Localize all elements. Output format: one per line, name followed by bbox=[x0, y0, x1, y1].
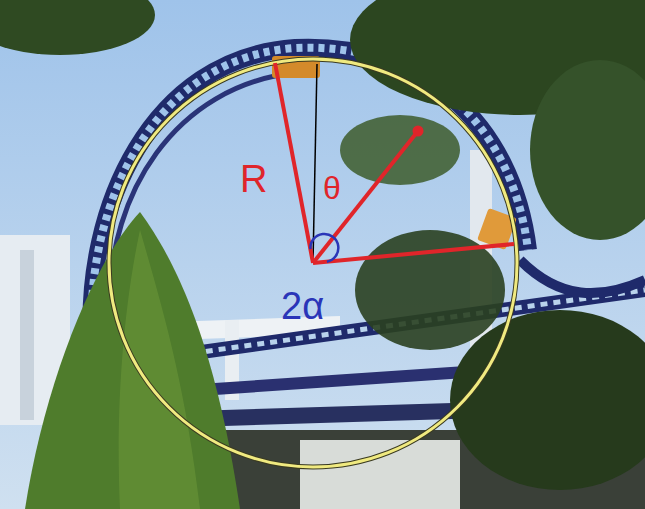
foliage bbox=[0, 0, 155, 55]
car-point bbox=[413, 126, 424, 137]
tower-shadow bbox=[20, 250, 34, 420]
radius-line bbox=[313, 244, 514, 263]
tree-highlight bbox=[119, 230, 200, 509]
white-building bbox=[300, 440, 460, 509]
coaster-track bbox=[520, 260, 645, 293]
angle-arc bbox=[310, 234, 338, 262]
foliage bbox=[450, 310, 645, 490]
radius-line bbox=[313, 131, 418, 263]
vertical-line bbox=[313, 64, 317, 263]
foliage bbox=[340, 115, 460, 185]
loop-circle bbox=[109, 59, 517, 467]
foliage bbox=[530, 60, 645, 240]
angle-label: 2α bbox=[281, 287, 324, 325]
radius-line bbox=[275, 63, 313, 263]
loop-circle-outline bbox=[109, 59, 517, 467]
radius-label: R bbox=[240, 160, 267, 198]
angle-label: θ bbox=[323, 172, 341, 204]
